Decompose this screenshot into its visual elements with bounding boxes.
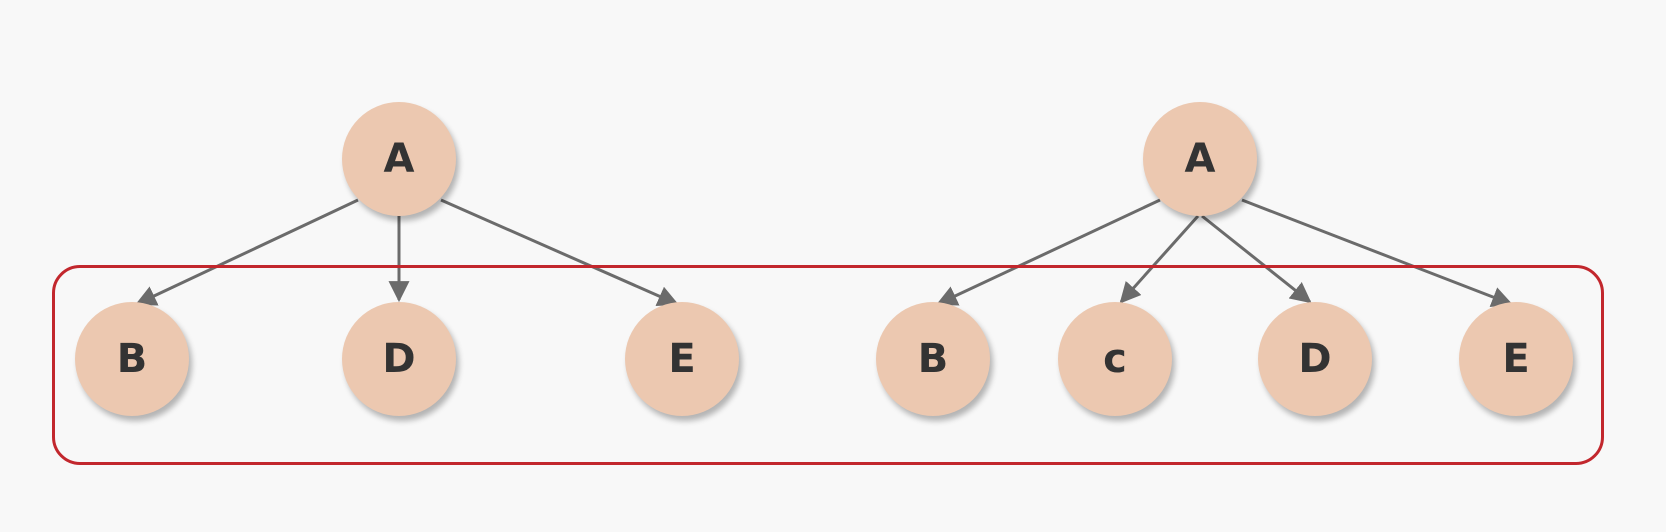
edge-left-a-b [135, 198, 359, 306]
left-tree-child-node-e: E [625, 302, 739, 416]
right-tree-root-node: A [1143, 102, 1257, 216]
edge-right-a-b [936, 198, 1161, 306]
edge-right-a-d [1201, 214, 1312, 304]
edge-left-a-e [440, 198, 679, 306]
left-tree-root-node: A [342, 102, 456, 216]
right-tree-child-node-e: E [1459, 302, 1573, 416]
left-tree-child-node-d: D [342, 302, 456, 416]
edge-right-a-e [1241, 198, 1513, 307]
edge-right-a-c [1119, 214, 1200, 304]
right-tree-child-node-b: B [876, 302, 990, 416]
left-tree-child-node-b: B [75, 302, 189, 416]
right-tree-child-node-d: D [1258, 302, 1372, 416]
right-tree-child-node-c: c [1058, 302, 1172, 416]
children-highlight-box [52, 265, 1604, 465]
